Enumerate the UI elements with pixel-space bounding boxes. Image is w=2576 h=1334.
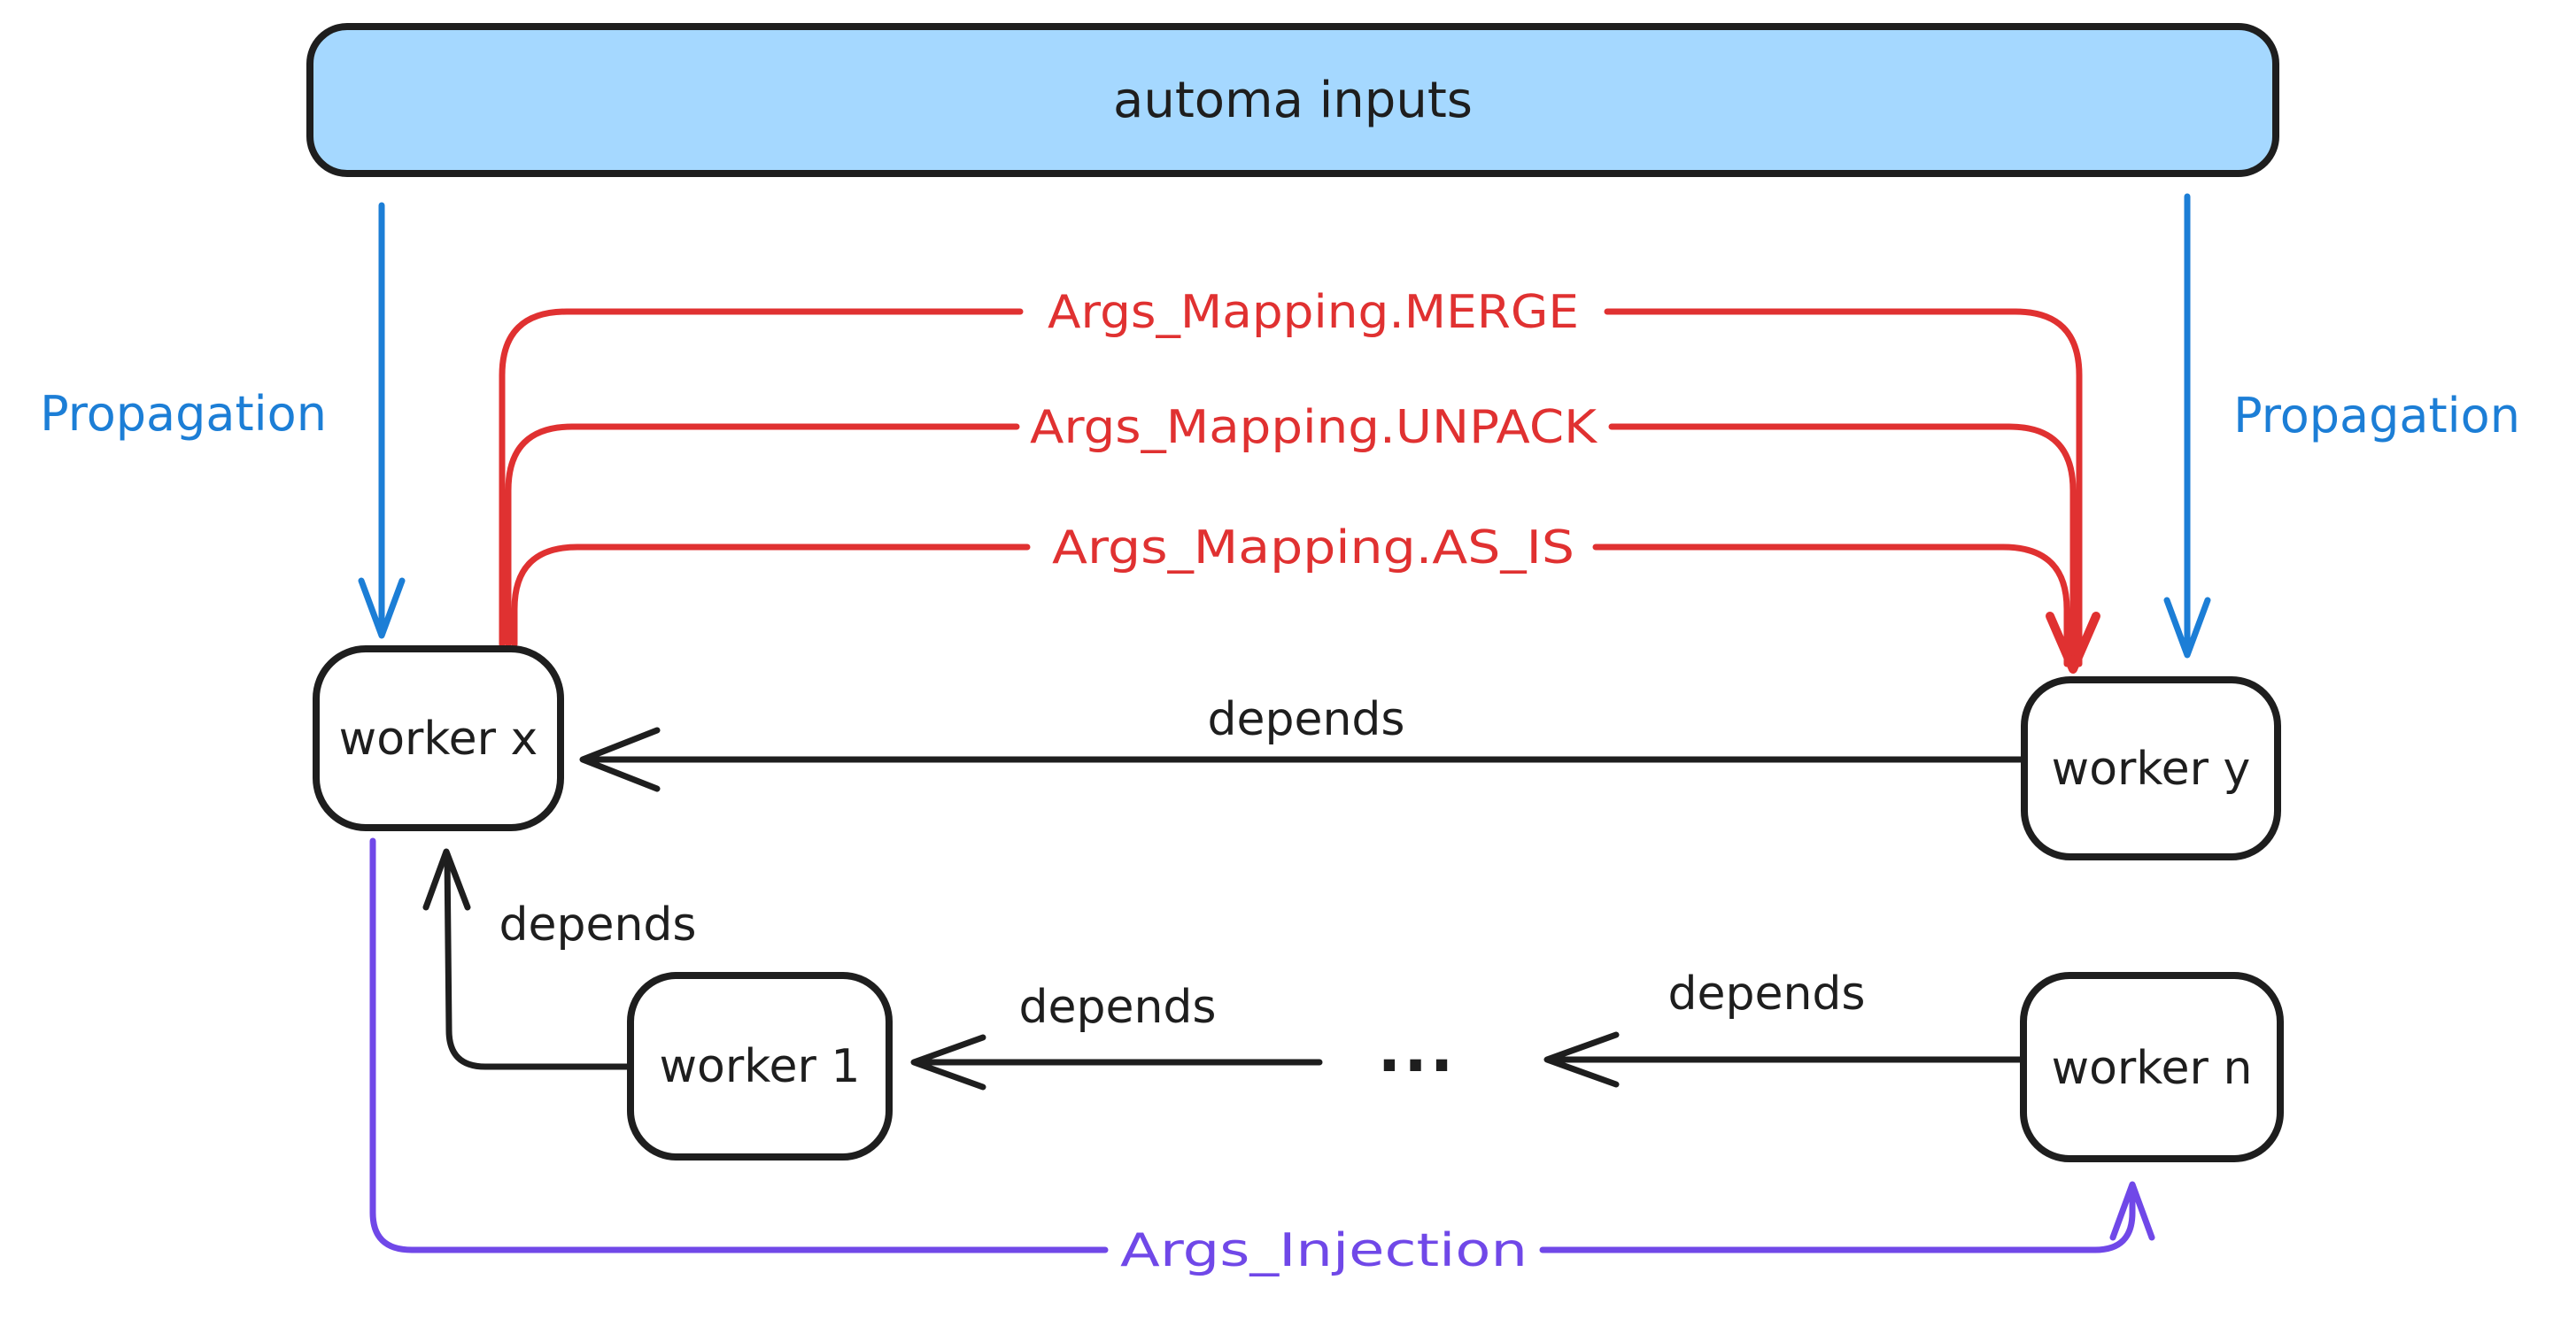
ellipsis-node: ... [1378, 1014, 1457, 1086]
node-worker-n: worker n [2020, 972, 2284, 1162]
merge-left-segment [499, 308, 1024, 648]
propagation-right-label: Propagation [2233, 388, 2520, 443]
args-mapping-merge-label: Args_Mapping.MERGE [1048, 286, 1579, 339]
edge-args-mapping-as-is: Args_Mapping.AS_IS [511, 521, 2070, 667]
arrowhead-down-icon [2163, 597, 2211, 659]
edge-propagation-right: Propagation [2163, 193, 2520, 659]
worker-n-label: worker n [2052, 1042, 2253, 1095]
node-worker-x: worker x [313, 645, 564, 831]
depends-dots-to-1-label: depends [1018, 981, 1216, 1034]
arrowhead-left-icon [1543, 1031, 1620, 1088]
depends-n-to-dots-label: depends [1667, 968, 1865, 1021]
args-mapping-as-is-label: Args_Mapping.AS_IS [1052, 521, 1574, 574]
worker-n-box [2020, 972, 2284, 1162]
depends-bent-line [444, 851, 634, 1070]
arrowhead-up-icon [422, 848, 471, 911]
edge-args-mapping-merge: Args_Mapping.MERGE [499, 286, 2083, 667]
automa-inputs-box [306, 23, 2279, 177]
arrowhead-down-icon [358, 577, 406, 639]
args-mapping-unpack-label: Args_Mapping.UNPACK [1030, 401, 1598, 454]
propagation-left-label: Propagation [40, 386, 327, 442]
unpack-left-segment [505, 423, 1020, 648]
as-is-right-segment [1592, 544, 2070, 667]
arrowhead-left-icon [910, 1034, 986, 1091]
merge-right-segment [1604, 308, 2083, 667]
edge-depends-1-to-x: depends [422, 848, 697, 1070]
unpack-right-segment [1608, 423, 2077, 667]
arrowhead-down-icon [2046, 612, 2100, 674]
depends-y-to-x-label: depends [1207, 693, 1404, 746]
worker-y-label: worker y [2052, 743, 2251, 796]
automa-inputs-label: automa inputs [1113, 72, 1473, 129]
as-is-left-segment [511, 544, 1031, 648]
worker-y-box [2021, 676, 2281, 860]
node-worker-1: worker 1 [627, 972, 893, 1161]
worker-1-box [627, 972, 893, 1161]
node-automa-inputs: automa inputs [306, 23, 2279, 177]
arrowhead-up-icon [2109, 1181, 2155, 1241]
node-worker-y: worker y [2021, 676, 2281, 860]
worker-x-label: worker x [339, 713, 538, 766]
edge-depends-dots-to-1: depends [910, 981, 1323, 1091]
depends-1-to-x-label: depends [499, 898, 696, 952]
edge-propagation-left: Propagation [40, 202, 406, 639]
args-injection-left-segment [369, 837, 1109, 1253]
edge-depends-n-to-dots: depends [1543, 968, 2025, 1088]
edge-args-mapping-unpack: Args_Mapping.UNPACK [505, 401, 2077, 667]
worker-1-label: worker 1 [660, 1040, 861, 1093]
args-injection-label: Args_Injection [1120, 1224, 1528, 1277]
edge-depends-y-to-x: depends [579, 693, 2024, 792]
edge-args-injection: Args_Injection [369, 837, 2155, 1277]
arrowhead-left-icon [579, 727, 661, 792]
worker-x-box [313, 645, 564, 831]
args-injection-right-segment [1539, 1184, 2136, 1253]
